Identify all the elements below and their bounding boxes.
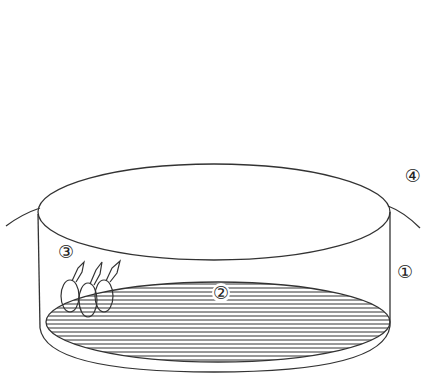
cover-film <box>6 208 40 226</box>
callout-number: ④ <box>404 166 422 186</box>
filter-paper <box>46 282 390 362</box>
cover-film <box>388 206 420 228</box>
callout-label: ① <box>396 262 414 282</box>
seeds <box>61 261 120 317</box>
callout-number: ① <box>396 262 414 282</box>
callout-label: ② <box>212 283 230 303</box>
dish-wall <box>389 212 390 326</box>
dish-rim <box>38 164 390 260</box>
callout-label: ③ <box>57 242 75 262</box>
filter-paper-stripes <box>40 284 396 360</box>
callout-label: ④ <box>404 166 422 186</box>
dish-wall <box>38 214 40 328</box>
callout-number: ③ <box>57 242 75 262</box>
callout-number: ② <box>212 283 230 303</box>
